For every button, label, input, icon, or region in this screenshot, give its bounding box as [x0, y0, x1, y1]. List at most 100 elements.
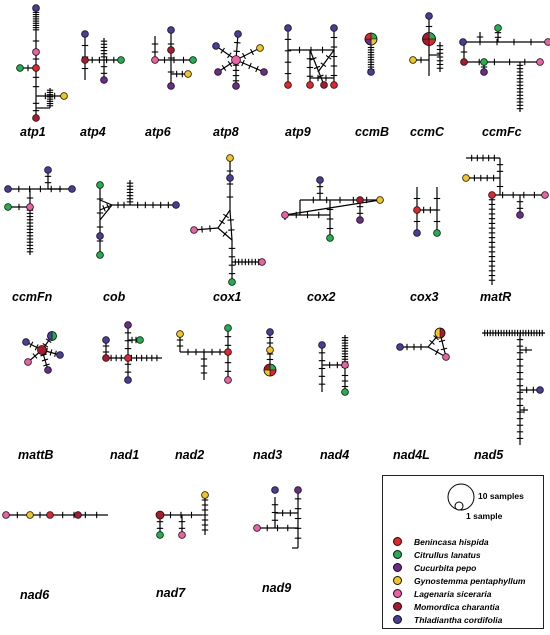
haplotype-node [425, 12, 433, 20]
haplotype-node [433, 229, 441, 237]
haplotype-node-outline [263, 363, 277, 377]
gene-label-ccmC: ccmC [410, 125, 445, 139]
haplotype-node [184, 70, 192, 78]
mutation-tick [34, 344, 39, 351]
haplotype-node [124, 354, 132, 362]
network-edges [6, 8, 548, 549]
haplotype-node [341, 388, 349, 396]
haplotype-node [102, 336, 110, 344]
haplotype-node [136, 336, 144, 344]
mutation-tick [43, 363, 50, 367]
mutation-tick [201, 226, 203, 233]
legend-label: Momordica charantia [414, 601, 500, 612]
haplotype-node [318, 341, 326, 349]
haplotype-node [124, 376, 132, 384]
gene-label-atp6: atp6 [145, 125, 172, 139]
haplotype-node [151, 56, 159, 64]
mutation-tick [242, 52, 246, 60]
haplotype-node [32, 48, 40, 56]
network-edge [99, 204, 113, 211]
gene-label-atp9: atp9 [285, 125, 311, 139]
haplotype-node [459, 38, 467, 46]
mutation-tick [310, 57, 317, 61]
legend-swatch [393, 615, 402, 624]
haplotype-node [226, 174, 234, 182]
haplotype-pie-slice [47, 331, 53, 341]
mutation-tick [102, 205, 106, 212]
mutation-tick [250, 48, 254, 56]
haplotype-node [214, 68, 222, 76]
network-edge [317, 49, 335, 73]
gene-label-cox1: cox1 [213, 290, 242, 304]
legend-label: Benincasa hispida [414, 536, 489, 547]
mutation-tick [241, 59, 245, 67]
haplotype-node [224, 324, 232, 332]
haplotype-node [178, 531, 186, 539]
mutation-tick [429, 339, 435, 345]
gene-label-cox3: cox3 [410, 290, 439, 304]
haplotype-node [26, 511, 34, 519]
size-label-large: 10 samples [478, 491, 524, 501]
haplotype-node [189, 56, 197, 64]
haplotype-node [96, 232, 104, 240]
haplotype-node [536, 386, 544, 394]
haplotype-pie-slice [434, 327, 441, 339]
haplotype-node [356, 196, 364, 204]
legend-item: Gynostemma pentaphyllum [393, 573, 525, 588]
haplotype-node [413, 206, 421, 214]
mutation-tick [54, 350, 57, 357]
haplotype-node [544, 38, 550, 46]
network-edge [217, 209, 231, 229]
haplotype-node [234, 30, 242, 38]
haplotype-node [37, 345, 47, 355]
mutation-tick [219, 219, 225, 225]
haplotype-node [306, 81, 314, 89]
haplotype-node [190, 226, 198, 234]
haplotype-node [480, 58, 488, 66]
haplotype-node [442, 353, 450, 361]
mutation-tick [320, 62, 327, 67]
size-label-small: 1 sample [466, 511, 503, 521]
haplotype-node-outline [434, 327, 446, 339]
haplotype-node-outline [364, 32, 378, 46]
haplotype-node [460, 58, 468, 66]
haplotype-node [480, 68, 488, 76]
mutation-tick [325, 55, 332, 60]
haplotype-node [258, 258, 266, 266]
haplotype-node [100, 76, 108, 84]
haplotype-node [24, 358, 32, 366]
gene-label-nad4: nad4 [320, 448, 349, 462]
haplotype-node [228, 278, 236, 286]
haplotype-node [102, 354, 110, 362]
haplotype-node [341, 361, 349, 369]
haplotype-node [224, 348, 232, 356]
gene-label-atp8: atp8 [213, 125, 239, 139]
haplotype-node [172, 201, 180, 209]
mutation-tick [42, 343, 49, 348]
haplotype-node [266, 328, 274, 336]
gene-label-mattB: mattB [18, 448, 53, 462]
haplotype-node [271, 486, 279, 494]
legend-label: Lagenaria siceraria [414, 588, 492, 599]
gene-label-nad6: nad6 [20, 588, 50, 602]
haplotype-node [32, 114, 40, 122]
haplotype-node-outline [422, 32, 436, 46]
size-scale [447, 483, 475, 511]
gene-label-nad5: nad5 [474, 448, 504, 462]
haplotype-node [201, 491, 209, 499]
haplotype-node-outline [47, 331, 57, 341]
legend-item: Citrullus lanatus [393, 547, 481, 562]
haplotype-node [284, 81, 292, 89]
gene-label-nad3: nad3 [253, 448, 282, 462]
haplotype-node [320, 81, 328, 89]
mutation-tick [248, 62, 252, 70]
haplotype-node [167, 26, 175, 34]
haplotype-node [117, 56, 125, 64]
mutation-tick [29, 341, 34, 348]
gene-label-nad7: nad7 [156, 586, 186, 600]
mutation-tick [440, 347, 448, 351]
legend-swatch [393, 563, 402, 572]
haplotype-node [326, 234, 334, 242]
haplotype-node [16, 64, 24, 72]
